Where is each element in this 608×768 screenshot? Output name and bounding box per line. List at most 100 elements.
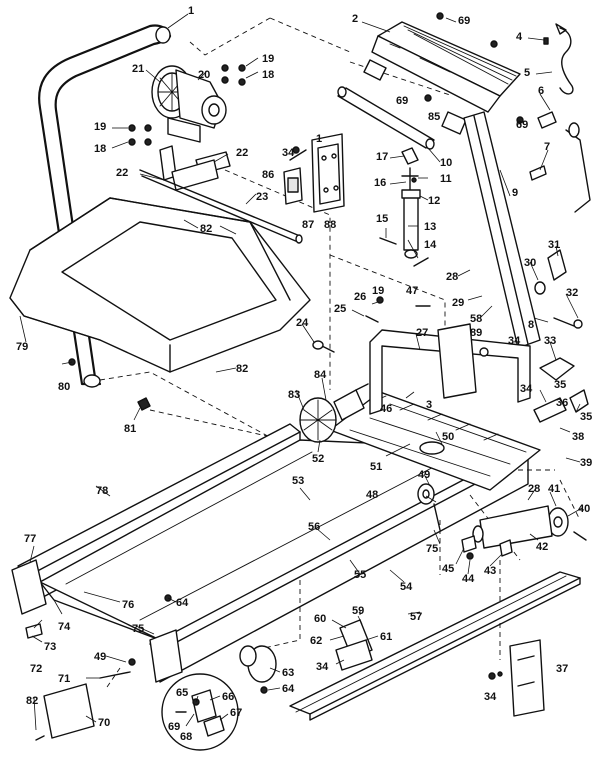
callout-19-left: 19: [94, 121, 106, 133]
callout-86: 86: [262, 169, 274, 181]
callout-14: 14: [424, 239, 437, 251]
callout-34-frame: 34: [508, 335, 521, 347]
callout-19-right: 19: [372, 285, 384, 297]
callout-17: 17: [376, 151, 388, 163]
control-board: [283, 133, 345, 213]
front-pulley: [299, 383, 369, 443]
callout-69-bar: 69: [396, 95, 408, 107]
callout-64-wheel: 64: [282, 683, 295, 695]
callout-51: 51: [370, 461, 382, 473]
callout-88: 88: [324, 219, 336, 231]
motor-fasteners: [128, 64, 246, 146]
callout-3: 3: [426, 399, 432, 411]
callout-85: 85: [428, 111, 440, 123]
callout-82-hood-top: 82: [200, 223, 212, 235]
callout-47: 47: [406, 285, 418, 297]
upright-post: [463, 111, 541, 349]
transport-wheel: [239, 645, 277, 683]
drive-motor: [151, 65, 227, 143]
callout-60: 60: [314, 613, 326, 625]
callout-28-upper: 28: [446, 271, 458, 283]
callout-33: 33: [544, 335, 556, 347]
callout-75-roller: 75: [426, 543, 438, 555]
callout-68: 68: [180, 731, 192, 743]
handrail: [38, 24, 172, 388]
callout-1-board: 1: [316, 133, 322, 145]
callout-76: 76: [122, 599, 134, 611]
callout-2: 2: [352, 13, 358, 25]
end-bracket: [497, 639, 545, 717]
callout-labels: 1 2 3 4 5 6 7 8 9 10 11 12 13 14 15 16 1…: [16, 5, 592, 743]
callout-25: 25: [334, 303, 346, 315]
power-cord: [529, 23, 591, 213]
axle-rod: [139, 169, 303, 244]
callout-49-front: 49: [94, 651, 106, 663]
callout-44: 44: [462, 573, 475, 585]
callout-37: 37: [556, 663, 568, 675]
callout-75-rail: 75: [132, 623, 144, 635]
callout-11: 11: [440, 173, 452, 185]
callout-69-console: 69: [458, 15, 470, 27]
callout-35-left: 35: [554, 379, 566, 391]
callout-89: 89: [470, 327, 482, 339]
callout-67: 67: [230, 707, 242, 719]
callout-64-rail: 64: [176, 597, 189, 609]
callout-39: 39: [580, 457, 592, 469]
callout-34-end: 34: [484, 691, 497, 703]
callout-59: 59: [352, 605, 364, 617]
callout-58: 58: [470, 313, 482, 325]
callout-87: 87: [302, 219, 314, 231]
console: [363, 21, 521, 135]
callout-5: 5: [524, 67, 530, 79]
callout-83: 83: [288, 389, 300, 401]
callout-34-bracket: 34: [316, 661, 329, 673]
callout-29: 29: [452, 297, 464, 309]
callout-82-front: 82: [26, 695, 38, 707]
callout-32: 32: [566, 287, 578, 299]
support-fasteners: [461, 535, 513, 560]
callout-24: 24: [296, 317, 309, 329]
callout-31: 31: [548, 239, 560, 251]
callout-52: 52: [312, 453, 324, 465]
callout-72: 72: [30, 663, 42, 675]
callout-21: 21: [132, 63, 144, 75]
callout-49-base: 49: [418, 469, 430, 481]
callout-18-left: 18: [94, 143, 106, 155]
callout-79: 79: [16, 341, 28, 353]
front-fasteners: [25, 623, 136, 741]
callout-63: 63: [282, 667, 294, 679]
rear-roller: [417, 483, 441, 531]
detail-inset: [161, 673, 239, 751]
side-rail: [289, 571, 581, 721]
base-tray: [329, 391, 541, 491]
callout-57: 57: [410, 611, 422, 623]
callout-65: 65: [176, 687, 188, 699]
callout-16: 16: [374, 177, 386, 189]
callout-82-hood-bottom: 82: [236, 363, 248, 375]
callout-73: 73: [44, 641, 56, 653]
incline-actuator: [379, 147, 429, 267]
callout-22-right: 22: [236, 147, 248, 159]
callout-28-lower: 28: [528, 483, 540, 495]
lift-frame: [369, 323, 531, 415]
callout-9: 9: [512, 187, 518, 199]
callout-62: 62: [310, 635, 322, 647]
crossbar-tube: [337, 86, 435, 150]
callout-50: 50: [442, 431, 454, 443]
callout-15: 15: [376, 213, 388, 225]
callout-40: 40: [578, 503, 590, 515]
callout-84: 84: [314, 369, 327, 381]
callout-19-top: 19: [262, 53, 274, 65]
callout-30: 30: [524, 257, 536, 269]
callout-18-top: 18: [262, 69, 274, 81]
lift-bracket: [335, 619, 373, 671]
callout-23: 23: [256, 191, 268, 203]
callout-8: 8: [528, 319, 534, 331]
callout-13: 13: [424, 221, 436, 233]
callout-53: 53: [292, 475, 304, 487]
callout-71: 71: [58, 673, 70, 685]
callout-54: 54: [400, 581, 413, 593]
callout-69-inset: 69: [168, 721, 180, 733]
callout-61: 61: [380, 631, 392, 643]
